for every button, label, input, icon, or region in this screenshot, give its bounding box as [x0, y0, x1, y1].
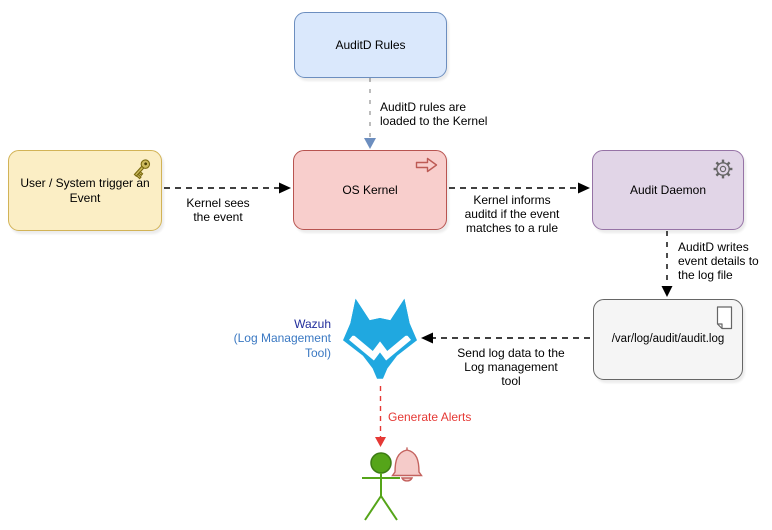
edge-user-to-kernel: [164, 182, 291, 194]
edge-label-send-log-data: Send log data to the Log management tool: [457, 346, 565, 389]
person-icon: [362, 452, 400, 521]
node-user-event[interactable]: User / System trigger an Event: [8, 150, 162, 231]
wazuh-fox-logo[interactable]: [343, 296, 417, 380]
edge-label-kernel-sees-event: Kernel sees the event: [186, 196, 250, 225]
edge-daemon-to-log: [661, 231, 673, 297]
node-auditd-rules-label: AuditD Rules: [335, 37, 406, 52]
edge-label-auditd-writes: AuditD writes event details to the log f…: [678, 240, 759, 283]
key-icon: [133, 159, 151, 180]
node-audit-daemon-label: Audit Daemon: [629, 182, 707, 197]
edge-rules-to-kernel: [364, 78, 376, 149]
edge-kernel-to-daemon: [449, 182, 590, 194]
document-icon: [716, 306, 733, 330]
jump-arrow-icon: [415, 157, 438, 173]
node-os-kernel-label: OS Kernel: [342, 182, 398, 197]
node-os-kernel[interactable]: OS Kernel: [293, 150, 447, 230]
node-log-file-label: /var/log/audit/audit.log: [611, 332, 725, 345]
edge-log-to-wazuh: [421, 332, 590, 344]
node-log-file[interactable]: /var/log/audit/audit.log: [593, 299, 743, 380]
edge-wazuh-to-alert: [375, 386, 386, 447]
node-auditd-rules[interactable]: AuditD Rules: [294, 12, 447, 78]
node-user-event-label: User / System trigger an Event: [20, 176, 150, 205]
gear-icon: [713, 159, 733, 179]
node-audit-daemon[interactable]: Audit Daemon: [592, 150, 744, 230]
wazuh-subtitle: (Log Management Tool): [233, 331, 331, 360]
edge-label-rules-loaded: AuditD rules are loaded to the Kernel: [380, 100, 488, 129]
wazuh-label: Wazuh (Log Management Tool): [196, 317, 331, 360]
edge-label-kernel-informs: Kernel informs auditd if the event match…: [464, 193, 560, 236]
bell-icon: [391, 447, 423, 482]
edge-label-generate-alerts: Generate Alerts: [388, 410, 472, 424]
wazuh-title: Wazuh: [294, 317, 331, 331]
